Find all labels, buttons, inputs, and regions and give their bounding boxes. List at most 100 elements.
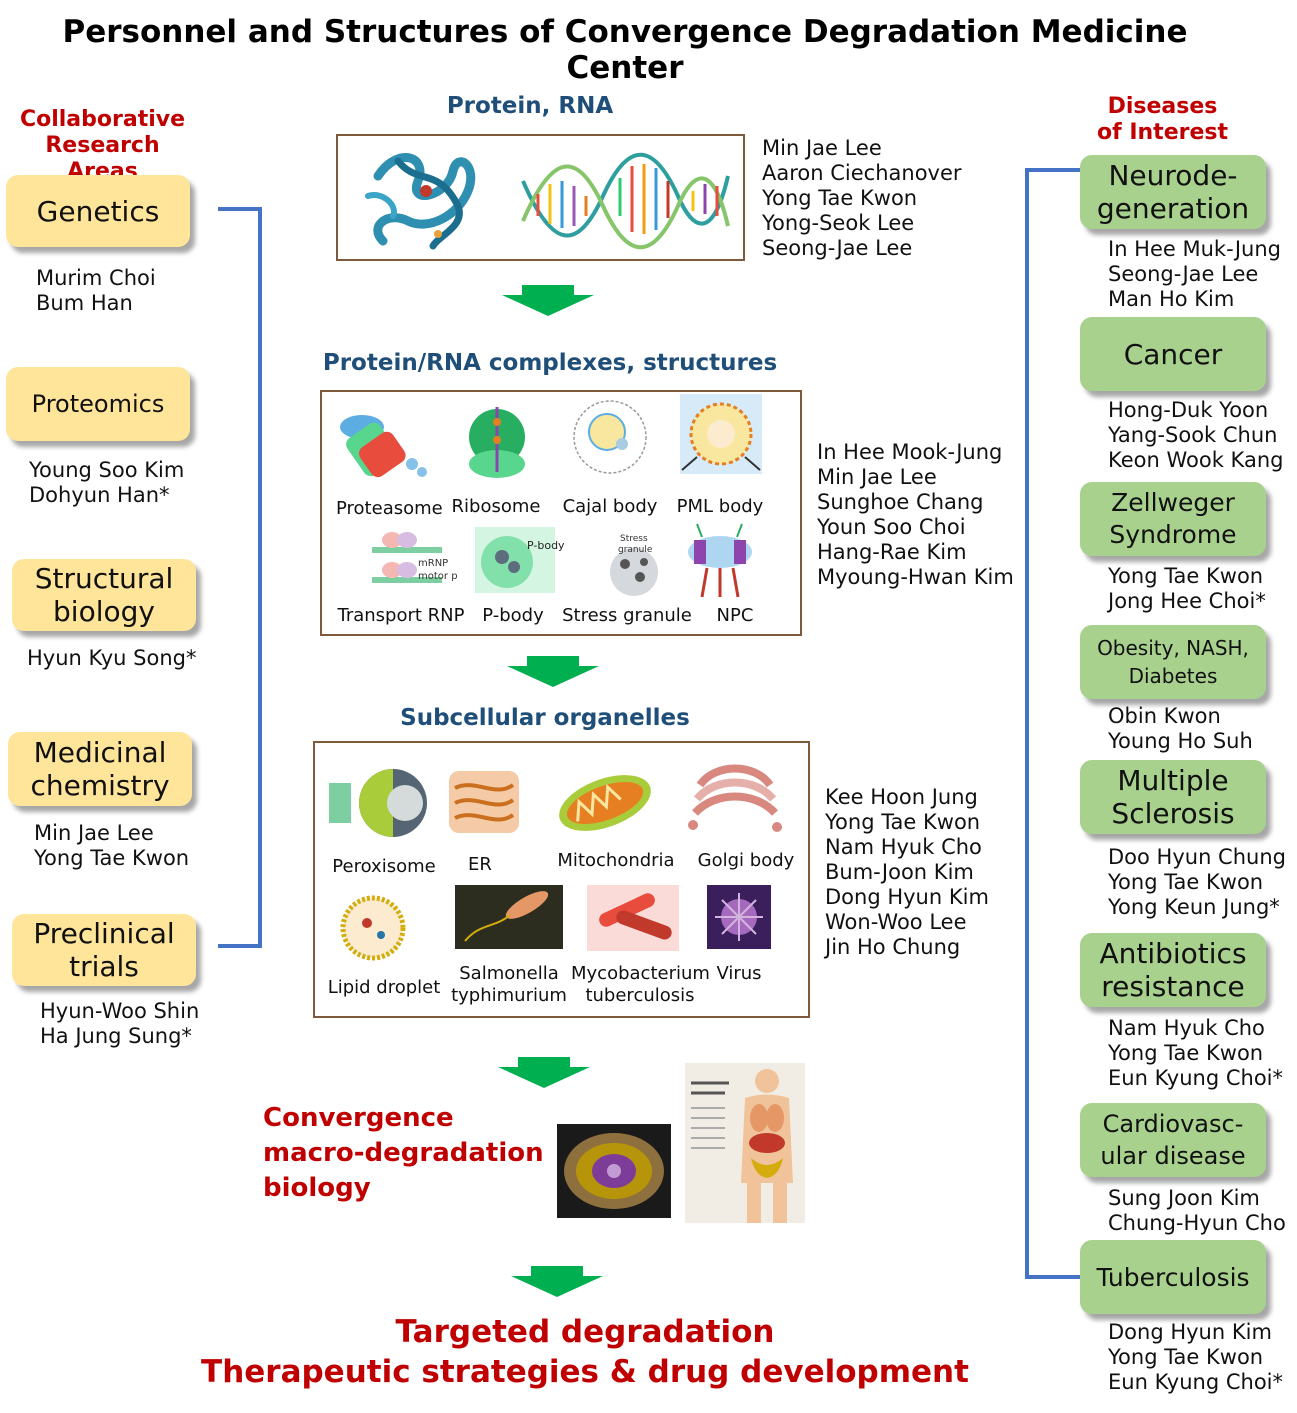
- person: Hyun Kyu Song*: [27, 646, 197, 670]
- area-label: biology: [53, 595, 155, 628]
- person: Hyun-Woo Shin: [40, 999, 200, 1023]
- area-label: trials: [69, 950, 139, 983]
- ribosome-icon: [469, 407, 525, 478]
- disease-cardiovascular: Cardiovasc- ular disease: [1080, 1103, 1266, 1177]
- convergence-heading: Convergence macro-degradation biology: [263, 1101, 544, 1206]
- label-proteasome: Proteasome: [336, 498, 443, 519]
- level1-heading: Protein, RNA: [446, 93, 614, 119]
- person: Yong Tae Kwon: [1108, 1345, 1264, 1369]
- person: Nam Hyuk Cho: [825, 835, 982, 859]
- stress-image-text-1: Stress: [620, 534, 648, 544]
- down-arrow-1: [502, 285, 594, 316]
- motor-text: motor p: [418, 571, 458, 582]
- person: Chung-Hyun Cho: [1108, 1211, 1286, 1235]
- area-label: Preclinical: [33, 917, 175, 950]
- person: Obin Kwon: [1108, 704, 1221, 728]
- person: Jin Ho Chung: [825, 935, 961, 959]
- virus-icon: [707, 885, 771, 949]
- protein-rna-illustration: [365, 152, 730, 250]
- level2-heading: Protein/RNA complexes, structures: [322, 350, 778, 376]
- person: Young Soo Kim: [29, 458, 185, 482]
- person: Yong Tae Kwon: [1108, 870, 1264, 894]
- level1-people: Min Jae Lee Aaron Ciechanover Yong Tae K…: [762, 136, 962, 261]
- person: Man Ho Kim: [1108, 287, 1235, 311]
- person: In Hee Muk-Jung: [1108, 237, 1281, 261]
- disease-label: Obesity, NASH,: [1097, 636, 1249, 660]
- person: Yong Tae Kwon: [1108, 564, 1264, 588]
- disease-label: resistance: [1101, 970, 1245, 1003]
- label-peroxisome: Peroxisome: [332, 856, 436, 877]
- person: Myoung-Hwan Kim: [817, 565, 1014, 589]
- area-structural-biology: Structural biology: [12, 559, 196, 631]
- label-er: ER: [468, 854, 492, 875]
- person: Dohyun Han*: [29, 483, 170, 507]
- left-connector-bottom: [218, 944, 262, 948]
- label-mycobacterium: Mycobacterium tuberculosis: [571, 963, 710, 1006]
- label-npc: NPC: [716, 605, 754, 626]
- disease-label: Multiple: [1117, 764, 1229, 797]
- person: In Hee Mook-Jung: [817, 440, 1003, 464]
- disease-neuro-people: In Hee Muk-Jung Seong-Jae Lee Man Ho Kim: [1108, 237, 1281, 312]
- left-heading-line2: Research Areas: [45, 133, 160, 184]
- convergence-line: biology: [263, 1173, 371, 1203]
- proteasome-icon: [340, 415, 427, 478]
- person: Hong-Duk Yoon: [1108, 398, 1269, 422]
- area-label: Structural: [34, 562, 174, 595]
- transport-rnp-icon: mRNP motor p: [372, 532, 458, 583]
- right-heading-line1: Diseases: [1107, 94, 1218, 119]
- lipid-droplet-icon: [340, 895, 406, 961]
- level3-people: Kee Hoon Jung Yong Tae Kwon Nam Hyuk Cho…: [825, 785, 989, 960]
- person: Eun Kyung Choi*: [1108, 1370, 1284, 1394]
- person: Hang-Rae Kim: [817, 540, 967, 564]
- person: Sung Joon Kim: [1108, 1186, 1260, 1210]
- p-body-image-text: P-body: [527, 539, 565, 552]
- person: Youn Soo Choi: [817, 515, 966, 539]
- convergence-line: macro-degradation: [263, 1138, 544, 1168]
- person: Murim Choi: [36, 266, 156, 290]
- left-heading-line1: Collaborative: [19, 107, 186, 132]
- right-connector-bottom: [1025, 1275, 1081, 1279]
- disease-label: Cardiovasc-: [1102, 1110, 1244, 1138]
- disease-multiple-sclerosis: Multiple Sclerosis: [1080, 760, 1266, 834]
- left-connector-top: [218, 207, 262, 211]
- label-p-body: P-body: [482, 605, 544, 626]
- convergence-line: Convergence: [263, 1103, 454, 1133]
- area-label: Proteomics: [31, 389, 165, 418]
- area-genetics: Genetics: [6, 175, 190, 247]
- label-cajal-body: Cajal body: [562, 496, 658, 517]
- mycobacterium-icon: [587, 885, 679, 951]
- disease-label: ular disease: [1100, 1142, 1246, 1170]
- right-connector-vertical: [1025, 168, 1029, 1279]
- area-genetics-people: Murim Choi Bum Han: [36, 266, 156, 316]
- right-heading: Diseases of Interest: [1090, 94, 1235, 146]
- peroxisome-icon: [329, 769, 427, 837]
- area-preclinical-trials: Preclinical trials: [12, 914, 196, 986]
- person: Nam Hyuk Cho: [1108, 1016, 1265, 1040]
- person: Young Ho Suh: [1108, 729, 1253, 753]
- down-arrow-2: [507, 656, 599, 687]
- left-connector-vertical: [258, 207, 262, 948]
- label-salmonella: Salmonella typhimurium: [451, 963, 567, 1006]
- person: Seong-Jae Lee: [762, 236, 913, 260]
- disease-tb-people: Dong Hyun Kim Yong Tae Kwon Eun Kyung Ch…: [1108, 1320, 1283, 1395]
- area-label: Genetics: [36, 194, 160, 228]
- level2-people: In Hee Mook-Jung Min Jae Lee Sunghoe Cha…: [817, 440, 1014, 590]
- disease-label: generation: [1096, 192, 1250, 225]
- complexes-illustrations: mRNP motor p P-body Stress granule: [340, 394, 762, 598]
- person: Min Jae Lee: [34, 821, 154, 845]
- area-proteomics: Proteomics: [6, 367, 190, 441]
- pml-body-icon: [680, 394, 762, 474]
- person: Yong Tae Kwon: [762, 186, 918, 210]
- disease-label: Zellweger: [1111, 488, 1235, 517]
- down-arrow-4: [511, 1266, 603, 1297]
- disease-label: Cancer: [1123, 337, 1223, 371]
- page-title: Personnel and Structures of Convergence …: [62, 14, 1188, 86]
- level3-heading: Subcellular organelles: [400, 705, 690, 731]
- protein-structure-icon: [365, 153, 476, 250]
- label-mitochondria: Mitochondria: [557, 850, 675, 871]
- conclusion-line-2: Therapeutic strategies & drug developmen…: [201, 1354, 969, 1390]
- er-icon: [449, 771, 519, 833]
- person: Aaron Ciechanover: [762, 161, 962, 185]
- disease-tuberculosis: Tuberculosis: [1080, 1240, 1266, 1314]
- disease-label: Tuberculosis: [1096, 1262, 1250, 1292]
